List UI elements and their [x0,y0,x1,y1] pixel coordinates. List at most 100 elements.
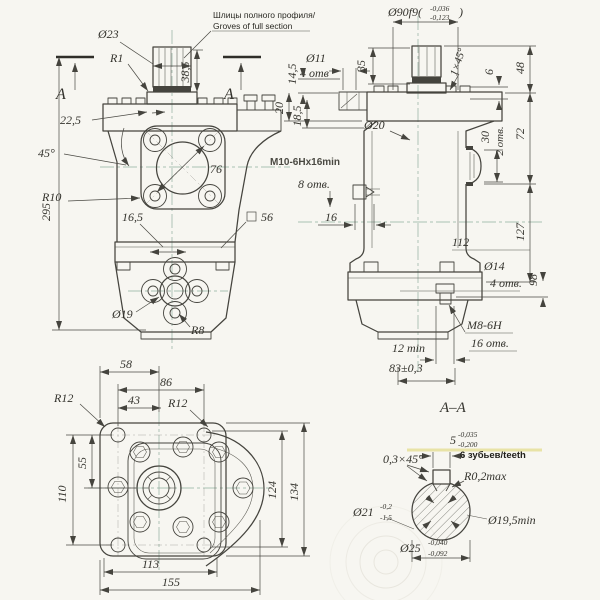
dim-12min: 12 min [392,341,425,355]
dim-86: 86 [160,375,172,389]
flange-hole [198,184,222,208]
corner-hole [196,537,212,553]
dim-16otv: 16 отв. [471,336,509,350]
dim-6: 6 [482,69,496,75]
dim-dia25-upper: -0,040 [428,538,448,547]
section-letter-a-right: A [223,86,234,103]
dim-127: 127 [513,222,527,241]
dim-dia21: Ø21 [352,505,374,519]
dim-8otv: 8 отв. [298,177,330,191]
dim-2otv: 2 отв. [494,126,506,155]
front-view-dimensions: 58 86 43 R12 R12 55 110 124 [53,357,310,595]
dim-48: 48 [513,62,527,74]
dim-r12-left: R12 [53,391,73,405]
dim-dia25: Ø25 [399,541,421,555]
dim-38-5: 38,5 [178,62,192,84]
dim-dia90-lower: -0,123 [430,13,450,22]
side-fitting [338,91,368,111]
breather-fittings [243,94,276,111]
dim-key5-lower: -0,200 [458,440,478,449]
front-view: 58 86 43 R12 R12 55 110 124 [53,357,310,595]
dim-76: 76 [210,162,222,176]
dim-72: 72 [513,128,527,140]
callout-line1: Шлицы полного профиля/ [213,10,316,20]
dim-55: 55 [75,457,89,469]
dim-dia19: Ø19 [111,307,133,321]
dim-112: 112 [452,235,469,249]
dim-dia21-upper: -0,2 [380,502,392,511]
dim-1x45: 1×45° [448,46,468,77]
dim-35: 35 [354,60,368,73]
dim-22-5: 22,5 [60,113,81,127]
dim-dia20: Ø20 [363,118,385,132]
dim-58: 58 [120,357,132,371]
mounting-band [347,271,483,301]
port-boss [465,146,482,186]
dim-113: 113 [142,557,159,571]
shaft-stub [406,45,447,94]
keyway [432,469,451,485]
mounting-flange-plate [99,422,227,557]
mounting-band [114,241,236,263]
note-teeth: 6 зубьев/teeth [460,450,526,461]
section-title: A–A [439,400,467,416]
dim-key5: 5 [450,433,456,447]
dim-r0-2max: R0,2max [463,469,507,483]
dim-dia25-lower: -0,092 [428,549,448,558]
dim-dia90-base: Ø90f9( [387,5,423,19]
dim-dia14: Ø14 [483,259,505,273]
dim-43: 43 [128,393,140,407]
thread-plug [352,184,380,200]
spline-callout: Шлицы полного профиля/ Groves of full se… [183,10,316,59]
flange [338,85,503,122]
clover-boss [141,257,209,325]
pump-body-outline [347,120,495,340]
dim-r10: R10 [41,190,61,204]
callout-line2: Groves of full section [213,21,293,31]
dim-16: 16 [325,210,337,224]
note-m10: M10-6Hx16min [270,157,340,168]
dim-45deg: 45° [38,146,55,160]
section-view: A–A 5 -0,035 -0,200 [329,400,542,600]
dim-4otv-b: 4 отв. [490,276,522,290]
dim-dia21-lower: -1,5 [380,513,392,522]
dim-155: 155 [162,575,180,589]
dim-56: 56 [261,210,273,224]
dim-18-5: 18,5 [290,106,304,127]
drive-shaft-spline [136,465,182,511]
dim-dia23: Ø23 [97,27,119,41]
side-view-dimensions: 295 38,5 Ø23 R1 22,5 45° R10 76 16,5 [38,27,273,337]
dim-dia90-close: ) [458,5,463,19]
dim-134: 134 [287,483,301,501]
dim-83: 83±0,3 [389,361,423,375]
dim-295: 295 [39,203,53,221]
section-dimensions: 5 -0,035 -0,200 0,3×45° 6 зубьев/teeth R… [352,430,536,562]
hex-socket [232,477,254,499]
bottom-foot [140,331,212,340]
dim-20: 20 [272,102,286,114]
cover-arc [205,431,265,567]
dim-dia11: Ø11 [305,51,326,65]
dim-124: 124 [265,481,279,499]
section-mark-right: A [223,55,261,103]
dim-dia90-upper: -0,036 [430,4,450,13]
shaft-section [411,469,471,541]
dim-dia19-5min: Ø19,5min [487,513,536,527]
dim-98: 98 [526,274,540,286]
flange-step [236,109,282,132]
dim-16-5: 16,5 [122,210,143,224]
end-view: Ø90f9( -0,036 -0,123 ) Ø11 4 отв 35 1×45… [270,4,548,385]
flange-hole [143,184,167,208]
end-view-dimensions: Ø90f9( -0,036 -0,123 ) Ø11 4 отв 35 1×45… [270,4,548,385]
square-symbol [246,211,257,222]
side-view: A A [38,10,316,350]
dim-r12-right: R12 [167,396,187,410]
note-m8: M8-6H [466,318,503,332]
gear-housing-outline [127,442,222,560]
dim-key5-upper: -0,035 [458,430,478,439]
port-bore [155,141,210,195]
dim-r8: R8 [190,323,204,337]
section-letter-a-left: A [55,86,66,103]
pump-body-outline [107,130,282,340]
section-mark-left: A [55,55,94,103]
